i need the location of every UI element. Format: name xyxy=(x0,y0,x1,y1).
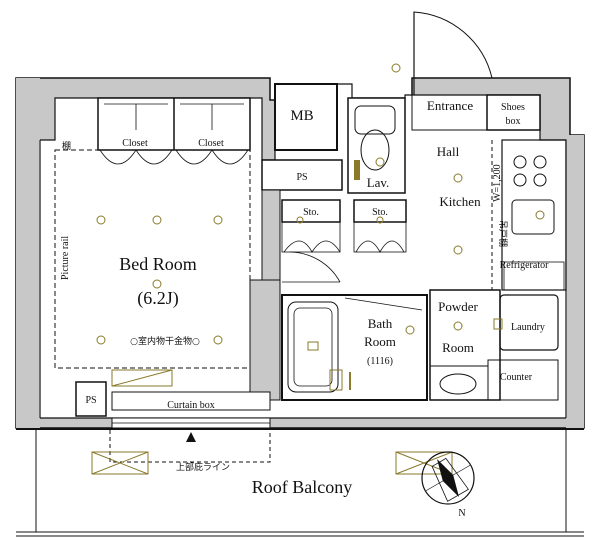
label-width-note: W=1,200 xyxy=(492,164,503,202)
label-bath-room-2: Room xyxy=(364,334,396,349)
label-bath-room-size: (1116) xyxy=(367,356,393,367)
kitchen-counter xyxy=(491,139,567,291)
label-hanging-cabinet: 吊戸棚 xyxy=(497,220,509,247)
storage-units xyxy=(281,199,407,283)
room-labels: MB Entrance Shoes box Closet Closet PS L… xyxy=(85,98,549,497)
label-entrance: Entrance xyxy=(427,98,473,113)
compass-icon xyxy=(421,451,475,505)
label-closet-left: Closet xyxy=(122,138,148,149)
label-roof-balcony: Roof Balcony xyxy=(252,477,353,497)
label-lav: Lav. xyxy=(367,175,390,190)
label-laundry: Laundry xyxy=(511,322,545,333)
ps-top-room xyxy=(261,159,343,191)
curtain-box xyxy=(111,369,271,442)
roof-balcony-area xyxy=(16,428,584,537)
label-shoes-box-1: Shoes xyxy=(501,102,525,113)
label-hall: Hall xyxy=(437,144,460,159)
label-upper-eave-line: 上部庇ライン xyxy=(176,461,230,473)
label-kitchen: Kitchen xyxy=(439,194,481,209)
label-compass-north: N xyxy=(458,508,465,519)
label-shoes-box-2: box xyxy=(506,116,521,127)
powder-room xyxy=(429,289,559,401)
label-indoor-drying: ○室内物干金物○ xyxy=(130,335,200,347)
bath-room xyxy=(281,294,428,401)
label-refrigerator: Refrigerator xyxy=(500,260,550,271)
label-shelf: 棚 xyxy=(62,140,71,152)
annotation-labels: Picture rail W=1,200 ○室内物干金物○ 上部庇ライン 棚 吊… xyxy=(60,140,509,519)
label-powder-room-2: Room xyxy=(442,340,474,355)
label-sto-right: Sto. xyxy=(372,207,388,218)
lav-room xyxy=(347,97,406,194)
label-bath-room-1: Bath xyxy=(368,316,393,331)
label-ps-top: PS xyxy=(296,172,307,183)
label-bed-room-size: (6.2J) xyxy=(137,288,179,309)
label-closet-right: Closet xyxy=(198,138,224,149)
label-powder-room-1: Powder xyxy=(438,299,478,314)
entrance-area xyxy=(411,11,541,131)
label-counter: Counter xyxy=(500,372,533,383)
label-ps-bottom: PS xyxy=(85,395,96,406)
label-bed-room: Bed Room xyxy=(119,254,197,274)
label-curtain-box: Curtain box xyxy=(167,400,215,411)
label-picture-rail: Picture rail xyxy=(60,236,71,280)
light-fixtures xyxy=(96,63,463,345)
label-sto-left: Sto. xyxy=(303,207,319,218)
closets xyxy=(97,97,251,165)
ps-bottom-room xyxy=(75,381,107,417)
mb-room xyxy=(274,83,338,151)
label-mb: MB xyxy=(290,108,313,124)
